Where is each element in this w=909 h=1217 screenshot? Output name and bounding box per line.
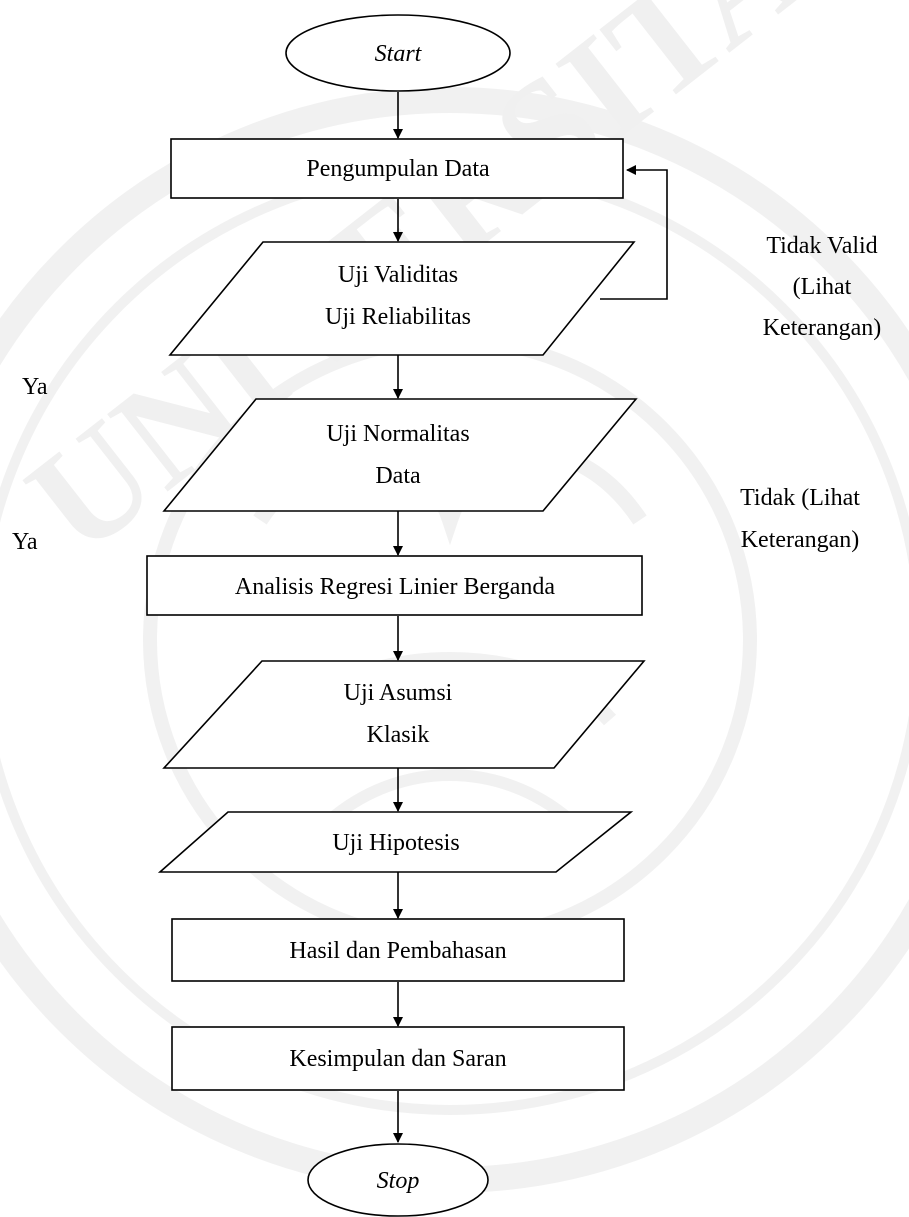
asumsi-label: Uji Asumsi [344,680,453,706]
tidak-normal-label-line2: Keterangan) [741,527,860,553]
regresi-label: Analisis Regresi Linier Berganda [235,574,555,600]
klasik-label: Klasik [367,722,430,748]
ya-validitas-label: Ya [22,374,48,400]
process-pengumpulan-data: Pengumpulan Data [170,138,624,199]
io-uji-normalitas-data: Uji Normalitas Data [162,398,638,512]
arrow-tidak-valid-loop [600,165,668,300]
stop-terminal: Stop [307,1143,489,1217]
start-label: Start [375,41,423,67]
process-kesimpulan-saran: Kesimpulan dan Saran [171,1026,625,1091]
process-analisis-regresi: Analisis Regresi Linier Berganda [146,555,643,616]
ya-normalitas-label: Ya [12,529,38,555]
tidak-valid-label-line1: Tidak Valid [766,233,877,259]
tidak-valid-label-line2: (Lihat [793,274,852,300]
branch-labels: Tidak Valid (Lihat Keterangan) Ya Tidak … [12,233,881,555]
validitas-label: Uji Validitas [338,262,458,288]
tidak-valid-label-line3: Keterangan) [763,315,882,341]
io-uji-validitas-reliabilitas: Uji Validitas Uji Reliabilitas [168,241,636,356]
hasil-label: Hasil dan Pembahasan [289,938,506,964]
flow-connectors [393,92,668,1143]
kesimpulan-label: Kesimpulan dan Saran [289,1046,506,1072]
normalitas-data-label: Data [375,463,421,489]
hipotesis-label: Uji Hipotesis [332,830,459,856]
normalitas-label: Uji Normalitas [326,421,469,447]
io-uji-asumsi-klasik: Uji Asumsi Klasik [162,660,646,769]
io-uji-hipotesis: Uji Hipotesis [157,811,634,873]
process-hasil-pembahasan: Hasil dan Pembahasan [171,918,625,982]
stop-label: Stop [377,1168,420,1194]
pengumpulan-label: Pengumpulan Data [306,156,490,182]
start-terminal: Start [285,14,511,92]
reliabilitas-label: Uji Reliabilitas [325,304,471,330]
tidak-normal-label-line1: Tidak (Lihat [740,485,860,511]
